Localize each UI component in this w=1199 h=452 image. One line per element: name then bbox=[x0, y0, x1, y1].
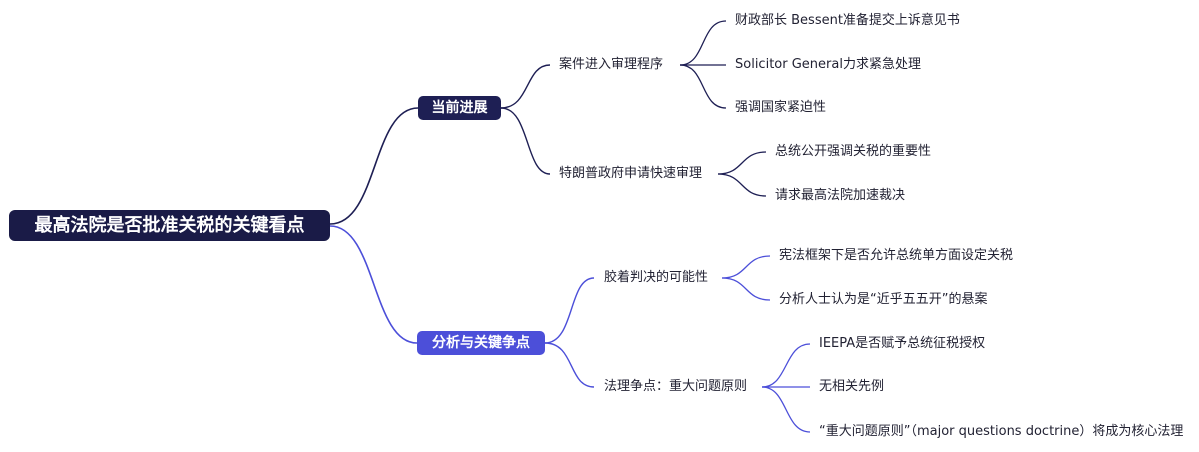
topic-expedited-review[interactable]: 特朗普政府申请快速审理 bbox=[559, 166, 703, 181]
link-root-progress bbox=[329, 107, 419, 225]
link-review-leaf1 bbox=[679, 20, 727, 66]
link-deadlock-leaf1 bbox=[721, 255, 771, 279]
link-root-analysis bbox=[329, 225, 418, 344]
link-doctrine-leaf1 bbox=[761, 343, 811, 388]
link-deadlock-leaf2 bbox=[721, 277, 771, 301]
link-expedite-leaf2 bbox=[717, 173, 767, 197]
leaf-bessent-brief[interactable]: 财政部长 Bessent准备提交上诉意见书 bbox=[735, 13, 960, 28]
leaf-fifty-fifty[interactable]: 分析人士认为是“近乎五五开”的悬案 bbox=[779, 292, 988, 307]
topic-major-questions[interactable]: 法理争点：重大问题原则 bbox=[604, 379, 748, 394]
leaf-no-precedent[interactable]: 无相关先例 bbox=[819, 379, 885, 394]
leaf-request-expedite[interactable]: 请求最高法院加速裁决 bbox=[775, 188, 906, 203]
leaf-solicitor-general[interactable]: Solicitor General力求紧急处理 bbox=[735, 57, 921, 72]
link-expedite-leaf1 bbox=[717, 151, 767, 175]
leaf-national-urgency[interactable]: 强调国家紧迫性 bbox=[735, 100, 827, 115]
leaf-president-emphasis[interactable]: 总统公开强调关税的重要性 bbox=[775, 144, 932, 159]
branch-analysis-disputes[interactable]: 分析与关键争点 bbox=[417, 331, 545, 355]
branch-current-progress[interactable]: 当前进展 bbox=[418, 96, 501, 120]
link-progress-review bbox=[500, 64, 551, 109]
link-review-leaf3 bbox=[679, 64, 727, 109]
topic-deadlock-possibility[interactable]: 胶着判决的可能性 bbox=[604, 270, 709, 285]
root-topic[interactable]: 最高法院是否批准关税的关键看点 bbox=[9, 210, 330, 241]
leaf-major-questions-doctrine[interactable]: “重大问题原则”（major questions doctrine）将成为核心法… bbox=[819, 424, 1184, 439]
link-analysis-deadlock bbox=[544, 277, 595, 344]
link-progress-expedite bbox=[500, 107, 551, 175]
link-analysis-doctrine bbox=[544, 342, 595, 388]
topic-case-review[interactable]: 案件进入审理程序 bbox=[559, 57, 664, 72]
leaf-constitutional-framework[interactable]: 宪法框架下是否允许总统单方面设定关税 bbox=[779, 248, 1014, 263]
link-doctrine-leaf3 bbox=[761, 386, 811, 433]
leaf-ieepa-authority[interactable]: IEEPA是否赋予总统征税授权 bbox=[819, 336, 986, 351]
